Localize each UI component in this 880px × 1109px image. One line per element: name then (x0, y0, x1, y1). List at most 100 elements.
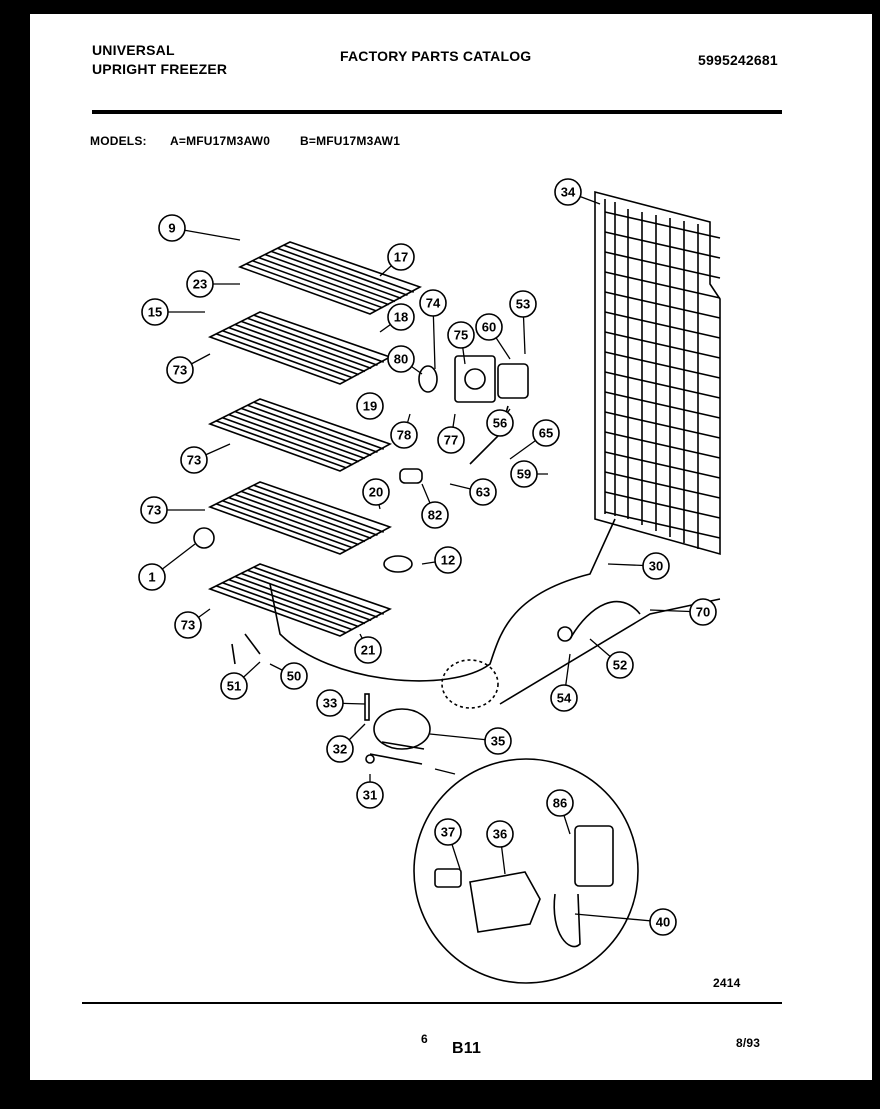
part-callout-19: 19 (356, 392, 384, 420)
callout-label: 9 (168, 221, 175, 236)
part-callout-73: 73 (174, 611, 202, 639)
fan-assembly (418, 355, 529, 465)
part-callout-21: 21 (354, 636, 382, 664)
callout-label: 52 (613, 658, 627, 673)
callout-label: 37 (441, 825, 455, 840)
part-callout-23: 23 (186, 270, 214, 298)
callout-label: 15 (148, 305, 162, 320)
callout-label: 63 (476, 485, 490, 500)
part-callout-34: 34 (554, 178, 582, 206)
callout-label: 82 (428, 508, 442, 523)
compressor (369, 708, 431, 765)
callout-label: 60 (482, 320, 496, 335)
part-callout-59: 59 (510, 460, 538, 488)
callout-label: 78 (397, 428, 411, 443)
models-label: MODELS: (90, 134, 147, 148)
part-callout-65: 65 (532, 419, 560, 447)
callout-label: 30 (649, 559, 663, 574)
shelf (207, 311, 392, 385)
part-callout-73: 73 (140, 496, 168, 524)
model-b: B=MFU17M3AW1 (300, 134, 401, 148)
shelf (207, 481, 392, 555)
callout-label: 34 (561, 185, 576, 200)
part-callout-20: 20 (362, 478, 390, 506)
part-callout-70: 70 (689, 598, 717, 626)
part-callout-37: 37 (434, 818, 462, 846)
callout-label: 20 (369, 485, 383, 500)
part-callout-18: 18 (387, 303, 415, 331)
callout-label: 1 (148, 570, 155, 585)
part-callout-63: 63 (469, 478, 497, 506)
part-callout-77: 77 (437, 426, 465, 454)
callout-label: 59 (517, 467, 531, 482)
part-callout-73: 73 (166, 356, 194, 384)
part-callout-31: 31 (356, 781, 384, 809)
callout-label: 31 (363, 788, 377, 803)
footer-rule (82, 1002, 782, 1004)
catalog-sheet: UNIVERSAL UPRIGHT FREEZER FACTORY PARTS … (30, 14, 872, 1080)
callout-label: 35 (491, 734, 505, 749)
brand-line-1: UNIVERSAL (92, 42, 175, 58)
callout-label: 32 (333, 742, 347, 757)
callout-label: 77 (444, 433, 458, 448)
exploded-parts-diagram: 34 9 17 23 15 18 73 74 53 75 60 80 73 19 78 77 56 65 59 63 7… (138, 178, 721, 984)
part-callout-73: 73 (180, 446, 208, 474)
callout-label: 73 (173, 363, 187, 378)
part-callout-74: 74 (419, 289, 447, 317)
callout-label: 33 (323, 696, 337, 711)
part-callout-17: 17 (387, 243, 415, 271)
shelf (207, 563, 392, 637)
callout-label: 51 (227, 679, 241, 694)
catalog-number: 5995242681 (698, 52, 778, 68)
part-callout-75: 75 (447, 321, 475, 349)
callout-label: 50 (287, 669, 301, 684)
catalog-title: FACTORY PARTS CATALOG (340, 48, 532, 64)
header-rule (92, 110, 782, 114)
part-callout-51: 51 (220, 672, 248, 700)
callout-label: 12 (441, 553, 455, 568)
evaporator-coil (594, 190, 721, 556)
callout-label: 73 (187, 453, 201, 468)
part-callout-56: 56 (486, 409, 514, 437)
part-callout-82: 82 (421, 501, 449, 529)
shelf (207, 398, 392, 472)
callout-label: 75 (454, 328, 468, 343)
part-callout-1: 1 (138, 563, 166, 591)
part-callout-80: 80 (387, 345, 415, 373)
part-callout-53: 53 (509, 290, 537, 318)
callout-label: 23 (193, 277, 207, 292)
callout-label: 86 (553, 796, 567, 811)
callout-label: 65 (539, 426, 553, 441)
callout-label: 56 (493, 416, 507, 431)
part-callout-33: 33 (316, 689, 344, 717)
figure-number: 2414 (713, 976, 741, 990)
part-callout-60: 60 (475, 313, 503, 341)
part-callout-52: 52 (606, 651, 634, 679)
part-callout-54: 54 (550, 684, 578, 712)
part-callout-9: 9 (158, 214, 186, 242)
part-callout-50: 50 (280, 662, 308, 690)
footer-date: 8/93 (736, 1036, 761, 1050)
callout-label: 17 (394, 250, 408, 265)
brand-line-2: UPRIGHT FREEZER (92, 61, 228, 77)
part-callout-12: 12 (434, 546, 462, 574)
detail-inset (413, 758, 639, 984)
callout-label: 74 (426, 296, 441, 311)
callout-label: 73 (147, 503, 161, 518)
footer-page-code: B11 (452, 1040, 482, 1057)
callout-leader (574, 913, 664, 923)
part-callout-30: 30 (642, 552, 670, 580)
shelf-stack (207, 241, 422, 637)
callout-label: 80 (394, 352, 408, 367)
callout-label: 19 (363, 399, 377, 414)
callout-label: 21 (361, 643, 375, 658)
callout-label: 18 (394, 310, 408, 325)
model-a: A=MFU17M3AW0 (170, 134, 271, 148)
callout-label: 54 (557, 691, 572, 706)
callout-label: 53 (516, 297, 530, 312)
footer-page-small: 6 (421, 1032, 428, 1046)
callout-label: 40 (656, 915, 670, 930)
callout-label: 70 (696, 605, 710, 620)
part-callout-40: 40 (649, 908, 677, 936)
part-callout-86: 86 (546, 789, 574, 817)
